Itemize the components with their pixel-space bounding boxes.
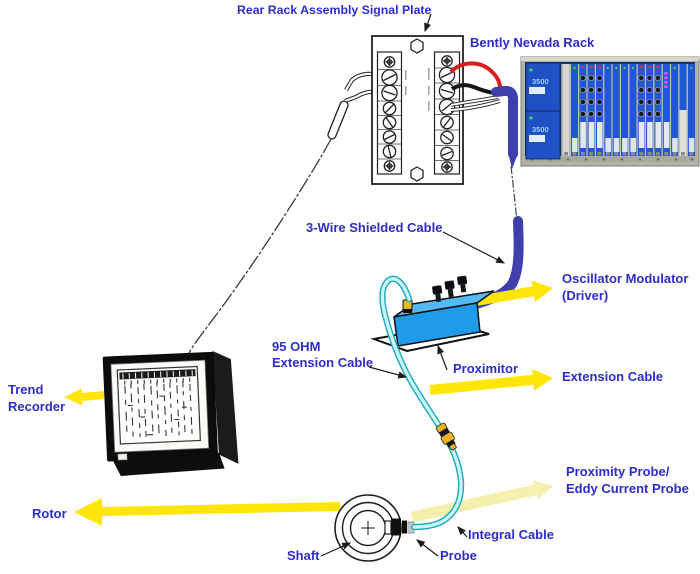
label-95ohm-line1: 95 OHM (272, 339, 321, 354)
recorder-signal-wire (188, 71, 385, 354)
three-wire-shielded-cable (463, 85, 524, 311)
rack-model-bottom: 3500 (532, 125, 549, 134)
arrow-trend-recorder (64, 388, 104, 406)
rack-power-module: 3500 3500 (525, 62, 561, 160)
pointer-3wire-cable (442, 231, 506, 264)
label-probe: Probe (440, 548, 477, 563)
recorder-button (117, 453, 128, 461)
arrow-extension-cable (429, 369, 553, 395)
plate-hookup-wires (449, 61, 502, 112)
arrow-rotor (74, 498, 340, 526)
label-rear-rack-plate: Rear Rack Assembly Signal Plate (237, 3, 432, 17)
label-3wire-cable: 3-Wire Shielded Cable (306, 220, 443, 235)
cable-inline-connector (435, 422, 457, 451)
arrow-oscillator-modulator (463, 280, 553, 308)
signal-plate (371, 35, 464, 185)
label-trend-line2: Recorder (8, 399, 66, 414)
extension-integral-cable (379, 275, 465, 531)
wire-sleeve (327, 100, 349, 140)
plate-print-marks (405, 68, 430, 111)
label-shaft: Shaft (287, 548, 320, 563)
pointer-proximitor (437, 344, 448, 371)
rotor (334, 494, 402, 562)
bently-nevada-rack-photo: 3500 3500 (520, 56, 700, 167)
label-oscillator-line1: Oscillator Modulator (562, 271, 689, 286)
label-proximitor: Proximitor (453, 361, 519, 376)
label-extension-cable: Extension Cable (562, 369, 664, 384)
label-rotor: Rotor (32, 506, 67, 521)
label-prox-probe-line2: Eddy Current Probe (566, 480, 689, 496)
pointer-shaft (320, 542, 352, 557)
label-trend-line1: Trend (8, 382, 44, 397)
mount-hole-top (410, 38, 424, 54)
pointer-95ohm-cable (368, 366, 408, 379)
mount-hole-bottom (410, 166, 424, 182)
arrow-proximity-probe (410, 480, 553, 523)
recorder-pen-traces (124, 381, 193, 438)
terminal-block-right (433, 51, 461, 175)
recorder-chart-area (116, 365, 201, 445)
proximity-probe (384, 518, 415, 536)
pointer-probe (416, 539, 439, 557)
label-oscillator-line2: (Driver) (562, 287, 609, 303)
proximitor-cable-connector (402, 299, 413, 313)
label-prox-probe-line1: Proximity Probe/ (566, 464, 670, 479)
pointer-lines (320, 13, 506, 557)
proximitor-front-face (393, 302, 481, 347)
rack-model-top: 3500 (532, 77, 549, 86)
trend-recorder-monitor (102, 350, 239, 476)
pointer-integral-cable (457, 526, 468, 538)
label-95ohm-cable: 95 OHM Extension Cable (272, 339, 373, 370)
label-integral-cable: Integral Cable (468, 527, 554, 542)
proximitor-terminals (432, 275, 468, 303)
white-wire-2 (450, 100, 501, 111)
terminal-block-left (376, 51, 403, 175)
label-proximity-probe: Proximity Probe/ Eddy Current Probe (566, 464, 689, 497)
label-95ohm-line2: Extension Cable (272, 354, 374, 370)
pointer-rear-plate (424, 13, 432, 33)
label-oscillator-modulator: Oscillator Modulator (Driver) (562, 271, 688, 304)
red-wire (449, 61, 502, 89)
label-bently-rack: Bently Nevada Rack (470, 35, 595, 50)
label-trend-recorder: Trend Recorder (8, 381, 65, 415)
white-wire-1 (450, 96, 499, 106)
rack-module-slots (561, 64, 695, 156)
